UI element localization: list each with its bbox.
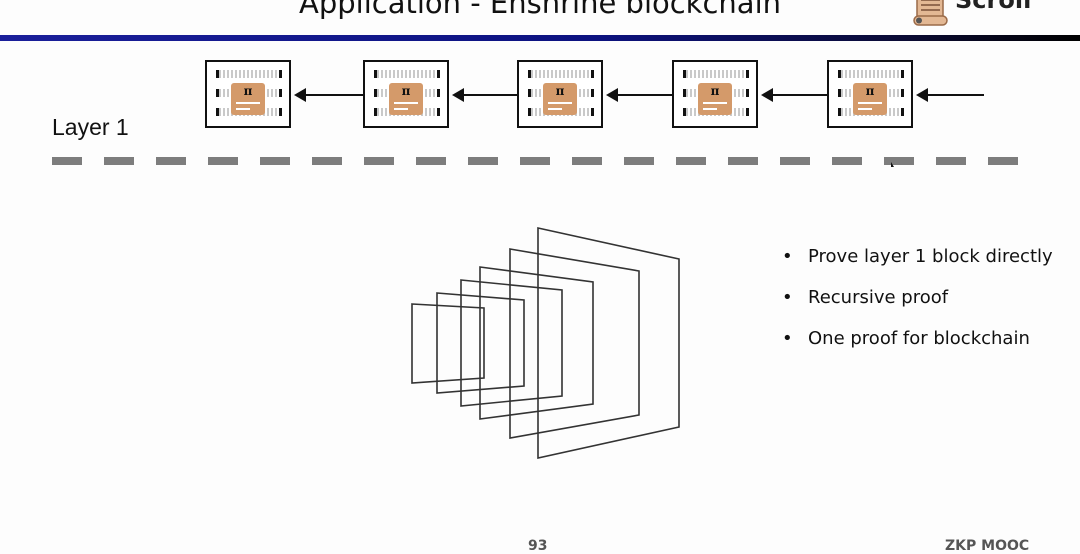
tx-bar <box>216 70 282 78</box>
proof-badge: π <box>698 83 732 115</box>
proof-badge: π <box>231 83 265 115</box>
mouse-cursor-icon <box>891 162 894 167</box>
tx-bar <box>838 70 904 78</box>
chain-link-line <box>928 94 984 96</box>
layer-separator <box>52 157 1027 165</box>
bullet-list: •Prove layer 1 block directly •Recursive… <box>782 246 1053 369</box>
bullet-item: •One proof for blockchain <box>782 328 1030 349</box>
recursive-proof-frames <box>411 227 680 459</box>
proof-badge: π <box>543 83 577 115</box>
arrow-left-icon <box>916 88 928 102</box>
proof-frame <box>411 303 485 384</box>
chain-link-line <box>306 94 363 96</box>
block-5: π <box>827 60 913 128</box>
proof-frame <box>460 279 563 407</box>
slide-title: Application - Enshrine blockchain <box>298 0 782 20</box>
layer-label: Layer 1 <box>52 114 129 140</box>
tx-bar <box>374 70 440 78</box>
proof-badge: π <box>389 83 423 115</box>
arrow-left-icon <box>606 88 618 102</box>
chain-link-line <box>464 94 517 96</box>
proof-frame <box>509 248 640 439</box>
block-2: π <box>363 60 449 128</box>
footer-course: ZKP MOOC <box>945 538 1030 554</box>
chain-link-line <box>773 94 827 96</box>
scroll-parchment-icon <box>913 0 948 26</box>
bullet-item: •Recursive proof <box>782 287 949 308</box>
title-rule <box>0 35 1080 41</box>
bullet-item: •Prove layer 1 block directly <box>782 246 1053 267</box>
block-4: π <box>672 60 758 128</box>
proof-frame <box>436 292 525 394</box>
block-3: π <box>517 60 603 128</box>
arrow-left-icon <box>452 88 464 102</box>
chain-link-line <box>618 94 672 96</box>
tx-bar <box>683 70 749 78</box>
proof-badge: π <box>853 83 887 115</box>
proof-frame <box>537 227 680 459</box>
arrow-left-icon <box>294 88 306 102</box>
logo-text: Scroll <box>955 0 1032 14</box>
proof-frame <box>479 266 594 420</box>
scroll-logo: Scroll <box>913 0 1031 28</box>
tx-bar <box>528 70 594 78</box>
page-number: 93 <box>528 538 548 554</box>
block-1: π <box>205 60 291 128</box>
arrow-left-icon <box>761 88 773 102</box>
